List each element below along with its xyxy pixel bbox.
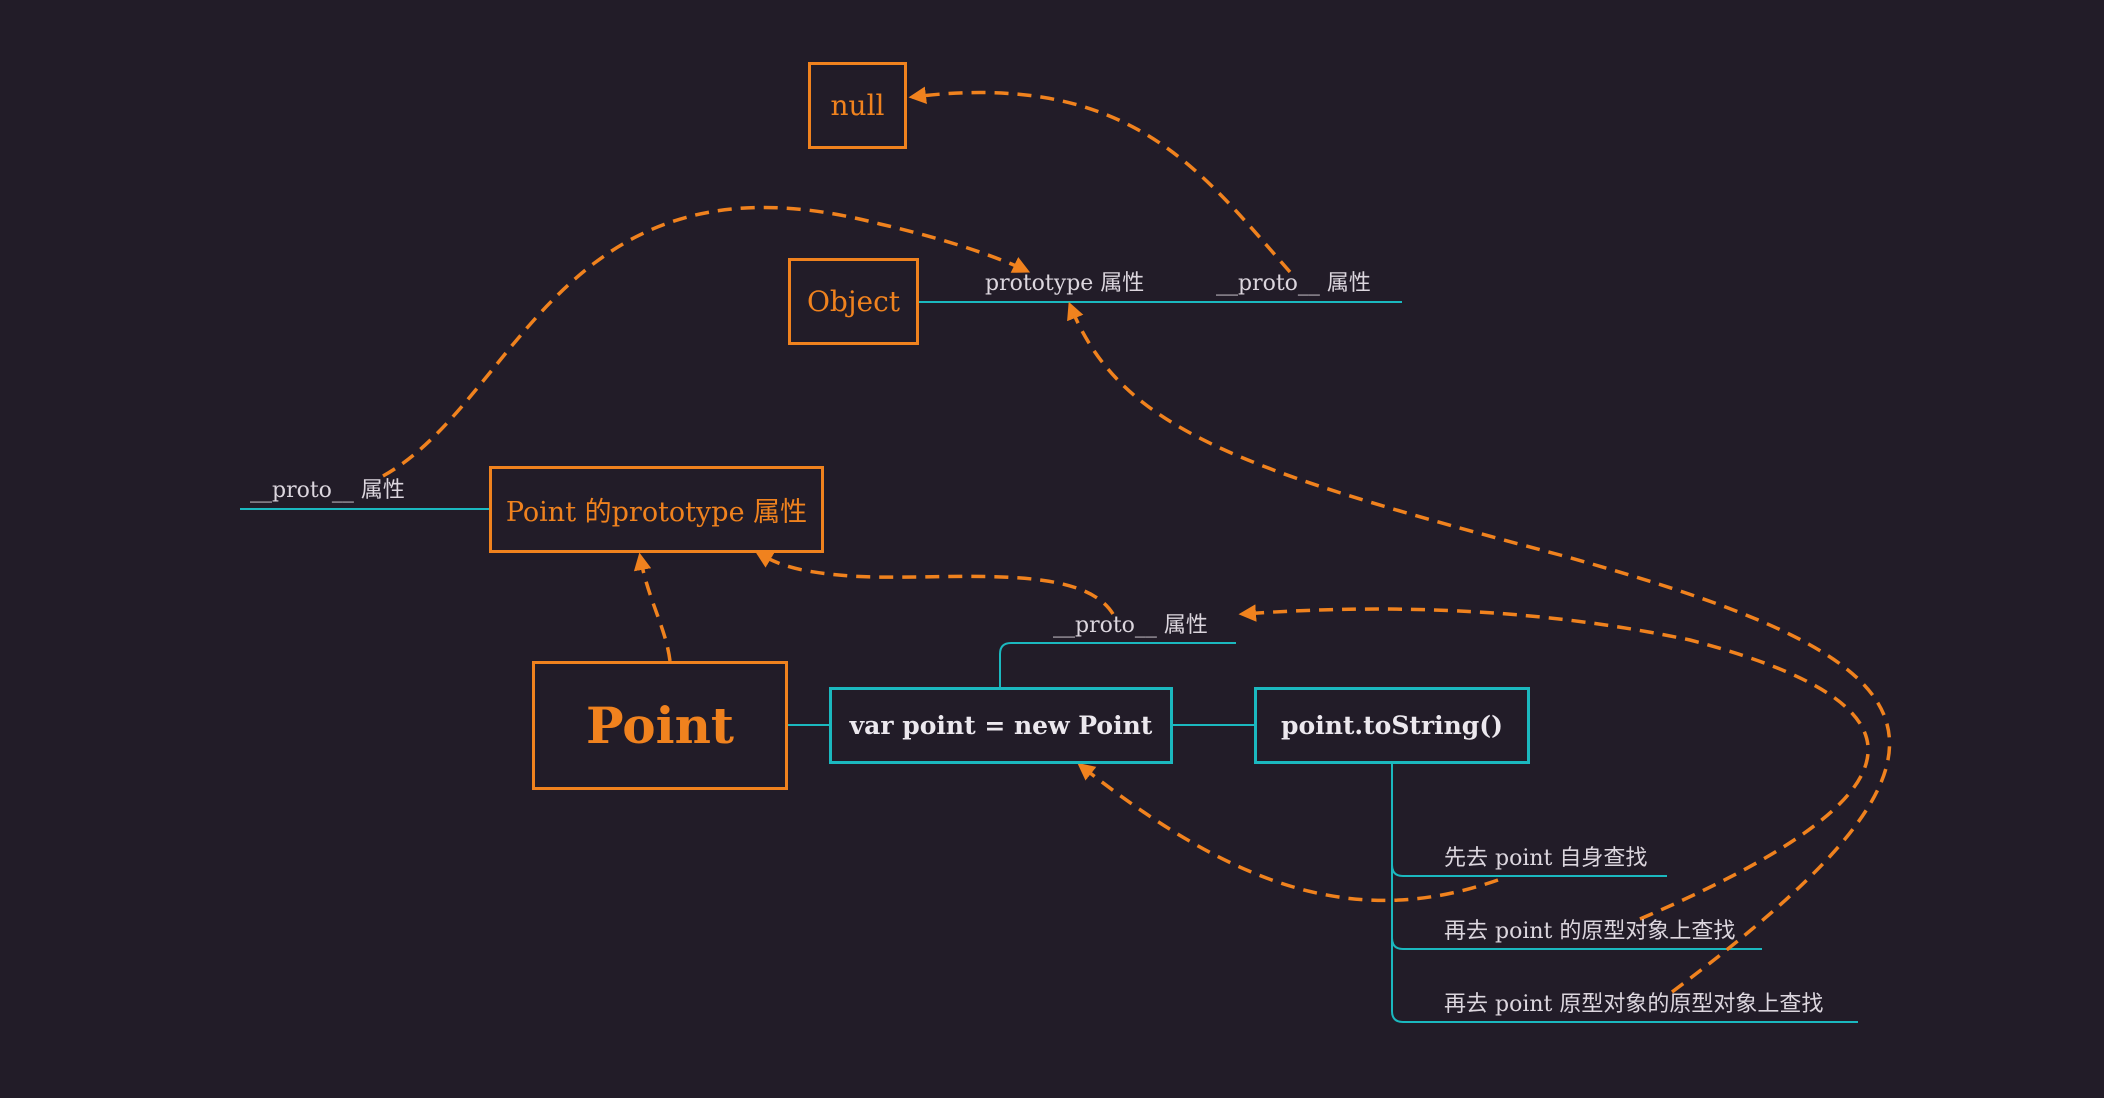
object-to-null-arrow	[908, 86, 1292, 274]
instance-proto-line	[999, 642, 1236, 688]
lookup-self-arrow	[1077, 762, 1499, 903]
instance-to-prototype-arrow	[754, 551, 1115, 615]
lookup-step-3-line	[1391, 938, 1858, 1023]
object-node: Object	[788, 258, 919, 345]
lookup-step-2: 再去 point 的原型对象上查找	[1444, 919, 1736, 944]
point-constructor-node: Point	[532, 661, 788, 790]
prototype-to-object-arrow	[382, 205, 1031, 478]
tostring-node: point.toString()	[1254, 687, 1530, 764]
object-prototype-label: prototype 属性	[985, 271, 1145, 296]
null-node: null	[808, 62, 907, 149]
instance-proto-label: __proto__ 属性	[1053, 613, 1208, 638]
lookup-prototype-arrow	[1238, 604, 1870, 921]
lookup-step-1: 先去 point 自身查找	[1444, 846, 1648, 871]
lookup-step-3: 再去 point 原型对象的原型对象上查找	[1444, 992, 1824, 1017]
connector-lines	[240, 301, 1858, 1023]
lookup-object-prototype-arrow	[1067, 301, 1892, 994]
object-proto-label: __proto__ 属性	[1216, 271, 1371, 296]
prototype-proto-label: __proto__ 属性	[250, 478, 405, 503]
instance-node: var point = new Point	[829, 687, 1173, 764]
point-to-prototype-arrow	[633, 552, 672, 662]
point-prototype-node: Point 的prototype 属性	[489, 466, 824, 553]
